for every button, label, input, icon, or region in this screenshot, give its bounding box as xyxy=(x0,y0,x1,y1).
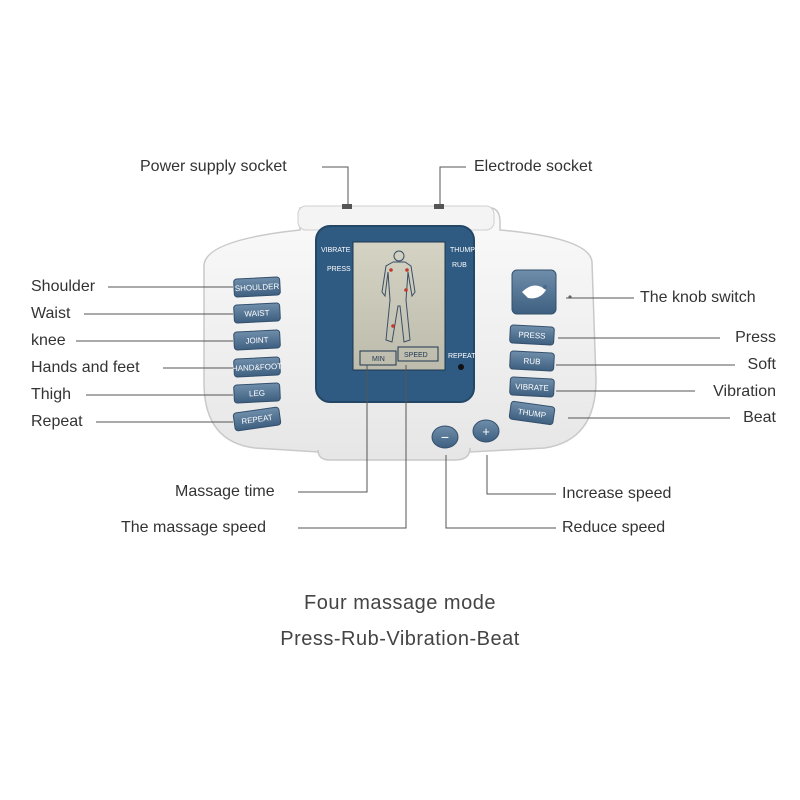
right-button-thump[interactable]: THUMP xyxy=(508,400,556,426)
lcd-press-label: PRESS xyxy=(327,266,351,273)
beat-label: Beat xyxy=(743,409,776,426)
lcd-time-box xyxy=(359,350,397,366)
press-label: Press xyxy=(735,329,776,346)
plus-icon: + xyxy=(482,424,490,439)
lcd-vibrate-label: VIBRATE xyxy=(321,247,351,254)
waist-label: Waist xyxy=(31,305,71,322)
knob-switch-label: The knob switch xyxy=(640,289,756,306)
vibration-label: Vibration xyxy=(713,383,776,400)
leader-lines xyxy=(76,166,735,529)
left-button-joint[interactable]: JOINT xyxy=(233,329,281,351)
left-button-shoulder-label: SHOULDER xyxy=(235,282,280,293)
left-button-shoulder[interactable]: SHOULDER xyxy=(233,276,281,298)
lcd-repeat-label: REPEAT xyxy=(448,353,476,360)
massage-speed-label: The massage speed xyxy=(121,519,266,536)
lcd-speed-label: SPEED xyxy=(404,352,428,359)
hands-and-feet-label: Hands and feet xyxy=(31,359,140,376)
right-button-rub[interactable]: RUB xyxy=(509,350,555,372)
lcd-min-label: MIN xyxy=(372,356,385,363)
left-button-group: SHOULDER WAIST JOINT HAND&FOOT LEG REPEAT xyxy=(231,276,283,432)
lcd-thump-label: THUMP xyxy=(450,247,475,254)
power-supply-socket-label: Power supply socket xyxy=(140,158,287,175)
left-button-repeat[interactable]: REPEAT xyxy=(232,406,282,432)
lcd-speed-box xyxy=(397,346,439,362)
left-button-leg-label: LEG xyxy=(249,389,265,399)
repeat-label: Repeat xyxy=(31,413,83,430)
thigh-label: Thigh xyxy=(31,386,72,403)
knob-switch[interactable] xyxy=(511,269,557,315)
repeat-indicator-icon xyxy=(458,364,464,370)
left-button-leg[interactable]: LEG xyxy=(233,382,281,404)
reduce-speed-button[interactable]: − xyxy=(431,425,459,449)
left-button-waist[interactable]: WAIST xyxy=(233,302,281,324)
power-socket-icon xyxy=(342,204,352,209)
body-figure-icon xyxy=(381,250,416,343)
left-button-joint-label: JOINT xyxy=(245,335,269,345)
reduce-speed-label: Reduce speed xyxy=(562,519,666,536)
knee-label: knee xyxy=(31,332,66,349)
lcd-rub-label: RUB xyxy=(452,262,467,269)
right-button-thump-label: THUMP xyxy=(517,407,546,420)
right-button-press-label: PRESS xyxy=(518,330,546,340)
electrode-socket-icon xyxy=(434,204,444,209)
left-button-waist-label: WAIST xyxy=(244,308,270,318)
massage-time-label: Massage time xyxy=(175,483,275,500)
left-button-handfoot-label: HAND&FOOT xyxy=(232,362,283,374)
caption-line-2: Press-Rub-Vibration-Beat xyxy=(280,628,520,650)
right-button-vibrate-label: VIBRATE xyxy=(515,382,549,393)
increase-speed-button[interactable]: + xyxy=(472,419,500,443)
right-button-vibrate[interactable]: VIBRATE xyxy=(509,376,555,398)
electrode-socket-label: Electrode socket xyxy=(474,158,593,175)
minus-icon: − xyxy=(441,429,449,445)
caption-line-1: Four massage mode xyxy=(304,592,496,614)
shoulder-label: Shoulder xyxy=(31,278,96,295)
increase-speed-label: Increase speed xyxy=(562,485,672,502)
left-button-handfoot[interactable]: HAND&FOOT xyxy=(231,356,283,378)
right-button-rub-label: RUB xyxy=(523,357,540,367)
brand-logo-icon xyxy=(522,285,546,299)
soft-label: Soft xyxy=(747,356,776,373)
right-button-group: PRESS RUB VIBRATE THUMP xyxy=(508,324,556,426)
right-button-press[interactable]: PRESS xyxy=(509,324,555,346)
body-points-icon xyxy=(389,268,409,328)
left-button-repeat-label: REPEAT xyxy=(241,413,273,426)
